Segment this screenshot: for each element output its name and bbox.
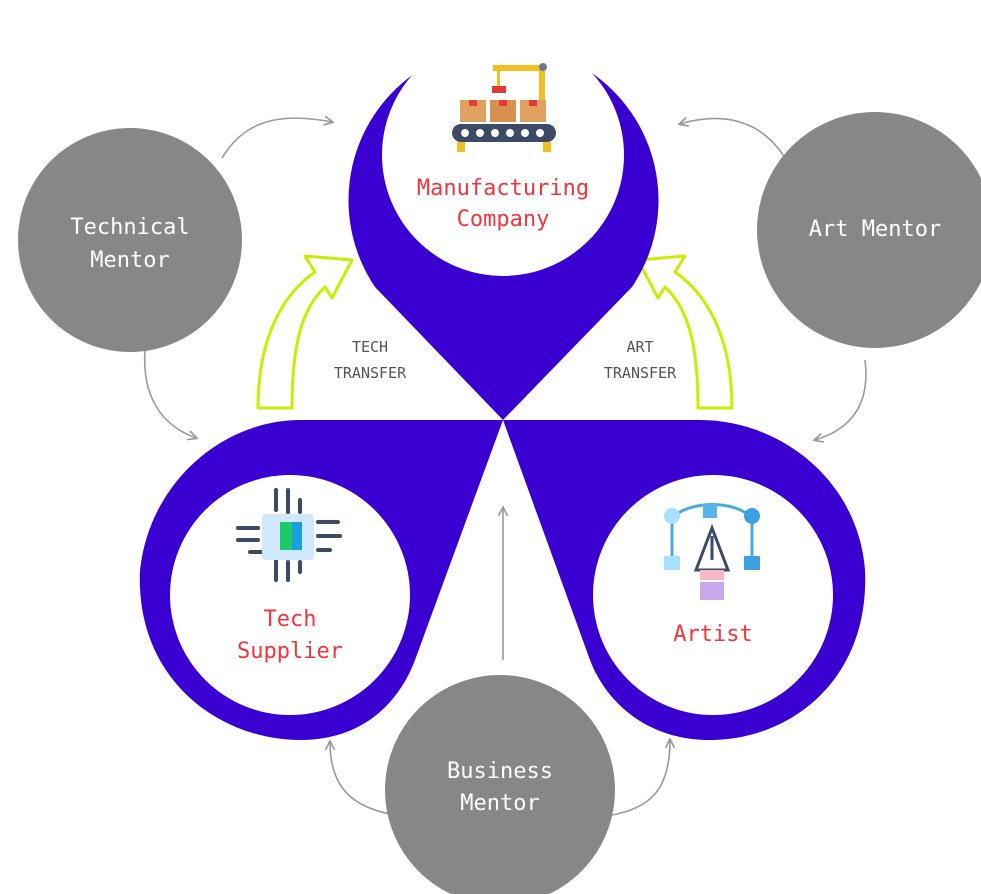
business-to-artist-arrow	[611, 740, 670, 816]
tech-supplier-label-line2: Supplier	[237, 639, 343, 664]
artist-label: Artist	[673, 622, 752, 647]
mentor-circles	[18, 112, 981, 894]
tech-supplier-inner-circle	[170, 475, 410, 715]
transfer-labels: TECH TRANSFER ART TRANSFER	[334, 338, 677, 382]
tech-transfer-arrow	[256, 254, 354, 410]
business-mentor-line1: Business	[447, 759, 553, 784]
business-mentor-line2: Mentor	[460, 791, 539, 816]
technical-mentor-line1: Technical	[70, 215, 189, 240]
technical-mentor-circle	[18, 128, 242, 352]
conveyor-belt-icon	[452, 63, 556, 152]
technical-to-tech-supplier-arrow	[143, 349, 196, 438]
business-to-tech-supplier-arrow	[330, 742, 396, 816]
art-mentor-circle	[757, 112, 981, 348]
art-to-artist-arrow	[815, 359, 867, 440]
node-labels: Manufacturing Company Tech Supplier Arti…	[237, 176, 753, 664]
tech-supplier-label-line1: Tech	[264, 607, 317, 632]
manufacturing-inner-circle	[382, 34, 624, 276]
manufacturing-label-line1: Manufacturing	[417, 176, 589, 201]
pen-tool-icon	[664, 503, 760, 600]
tech-transfer-line2: TRANSFER	[334, 364, 407, 382]
tech-transfer-line1: TECH	[352, 338, 388, 356]
art-mentor-label: Art Mentor	[809, 217, 941, 242]
technical-to-manufacturing-arrow	[221, 118, 332, 159]
art-transfer-line2: TRANSFER	[604, 364, 677, 382]
business-mentor-circle	[385, 675, 615, 894]
art-transfer-arrow	[636, 254, 734, 410]
manufacturing-label-line2: Company	[457, 207, 550, 232]
technical-mentor-line2: Mentor	[90, 248, 169, 273]
art-to-manufacturing-arrow	[680, 118, 786, 159]
mentor-labels: Technical Mentor Art Mentor Business Men…	[70, 215, 941, 816]
microchip-icon	[236, 488, 342, 582]
art-transfer-line1: ART	[626, 338, 653, 356]
mentor-connectors	[143, 118, 867, 816]
